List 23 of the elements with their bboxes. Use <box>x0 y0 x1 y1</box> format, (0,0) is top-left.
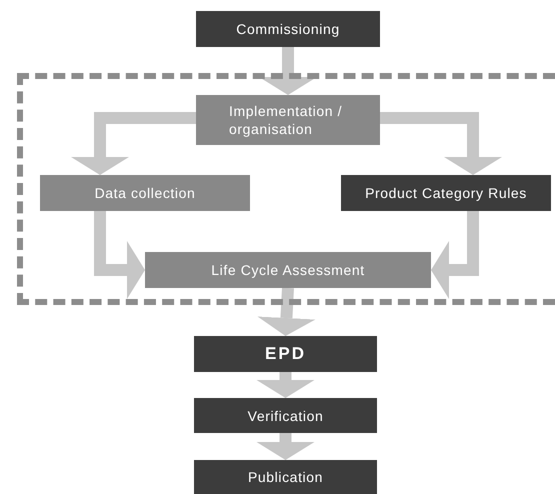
process-box <box>145 252 431 288</box>
box-label: Verification <box>248 406 324 424</box>
process-box <box>341 175 551 211</box>
process-box <box>40 175 250 211</box>
dashed-region <box>17 73 555 305</box>
box-label: Implementation / organisation <box>229 102 344 138</box>
box-label: EPD <box>265 345 306 363</box>
process-box <box>194 398 377 433</box>
box-label: Data collection <box>94 184 196 202</box>
arrow <box>256 433 314 460</box>
arrow <box>380 112 502 175</box>
arrow <box>257 288 316 336</box>
box-label: Product Category Rules <box>365 184 527 202</box>
box-label: Commissioning <box>236 20 340 38</box>
arrow <box>431 211 479 299</box>
process-box <box>196 11 380 47</box>
process-box <box>194 336 377 372</box>
arrow <box>94 211 145 299</box>
process-box <box>196 95 380 145</box>
process-box <box>194 460 377 494</box>
box-label: Life Cycle Assessment <box>211 261 365 279</box>
arrow <box>71 112 196 175</box>
box-label: Publication <box>248 468 324 486</box>
